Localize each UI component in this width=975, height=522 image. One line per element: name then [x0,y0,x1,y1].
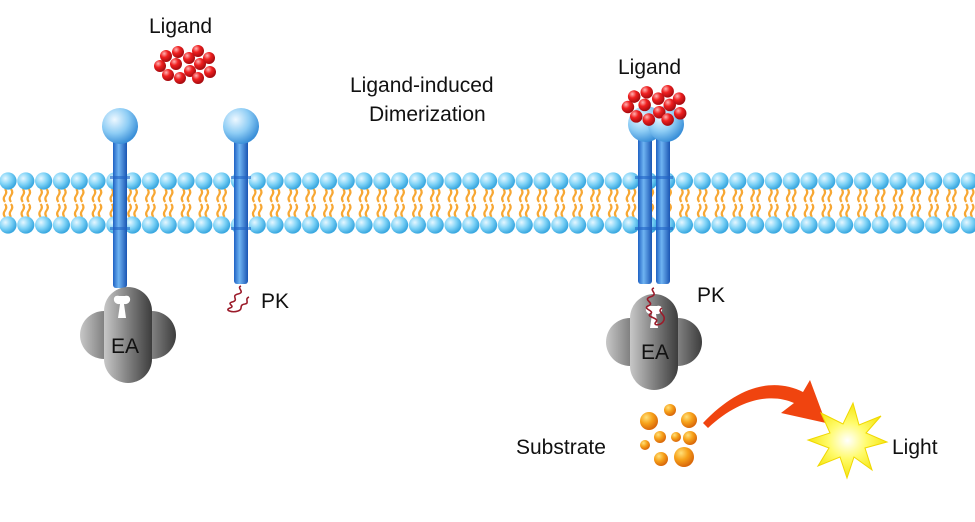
ligand-label-left: Ligand [149,15,213,38]
dimerization-label-line2: Dimerization [369,103,486,126]
pk-label-right: PK [697,284,726,307]
prolabel-fragment-right-icon [645,287,666,326]
substrate-icon [640,404,697,467]
enzyme-acceptor-left-icon [80,287,176,383]
light-burst-icon [806,401,889,480]
receptor-head-left [102,108,138,144]
receptor-pk-left [223,108,259,284]
substrate-label: Substrate [516,436,606,459]
prolabel-fragment-left-icon [227,285,250,313]
ea-label-left: EA [111,335,140,358]
receptor-left [102,108,138,288]
light-label: Light [892,436,938,459]
receptor-head-pk [223,108,259,144]
lipid-bilayer [0,172,975,234]
receptor-dimer [628,106,684,284]
ligand-cluster-left-icon [154,45,216,84]
dimerization-label-line1: Ligand-induced [350,74,494,97]
curved-arrow-icon [703,380,826,428]
pk-label-left: PK [261,290,290,313]
ea-label-right: EA [641,341,670,364]
ligand-label-right: Ligand [618,56,682,79]
